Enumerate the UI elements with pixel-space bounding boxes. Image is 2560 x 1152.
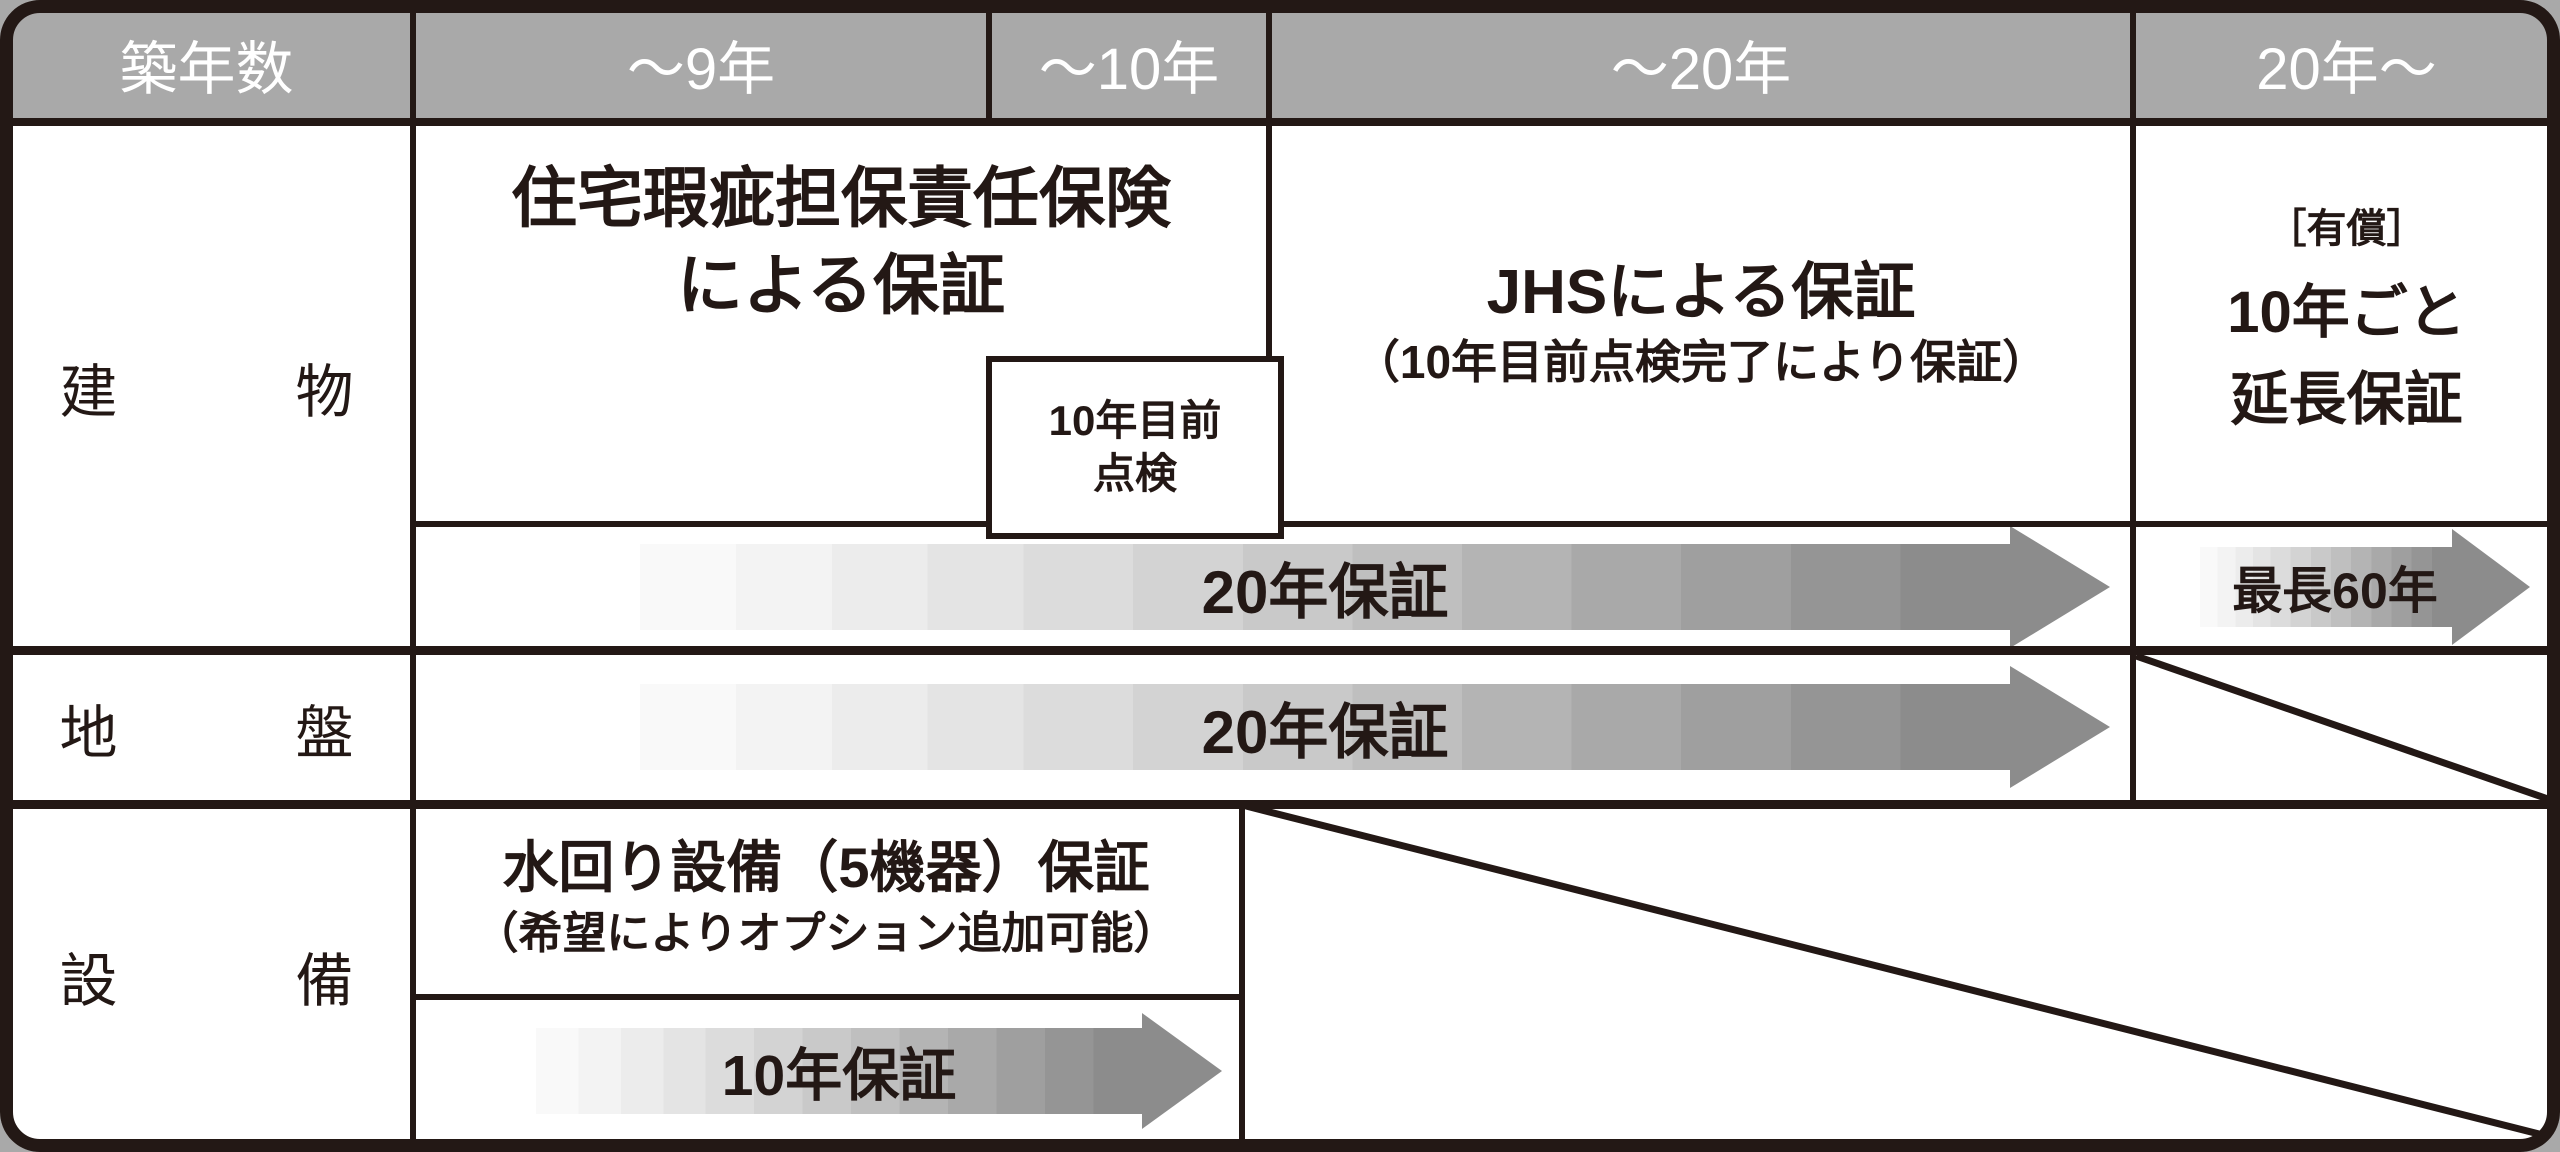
grid-line-building-split (413, 521, 2560, 527)
equipment-10y-arrow-head (1142, 1013, 1222, 1129)
ground-20y-arrow: 20年保証 (640, 666, 2110, 788)
row-label-building: 建 物 (0, 122, 413, 651)
header-age-label: 築年数 (119, 37, 294, 102)
equipment-warranty-line2: （希望によりオプション追加可能） (474, 908, 1178, 958)
ground-20y-arrow-body (640, 684, 2010, 770)
header-cell-to10y: ～10年 (989, 8, 1269, 120)
grid-line-col-20y-over (2130, 0, 2136, 806)
building-60y-arrow-body (2200, 547, 2452, 627)
grid-line-header-bottom (0, 118, 2560, 126)
inspection-line2: 点検 (1092, 449, 1177, 497)
building-20y-arrow-label: 20年保証 (1201, 558, 1449, 626)
grid-line-label-column (410, 0, 416, 1152)
building-20y-arrow: 20年保証 (640, 526, 2110, 648)
header-cell-to20y: ～20年 (1269, 8, 2133, 120)
ground-label-text: 地 盤 (59, 700, 414, 766)
header-to9y-label: ～9年 (626, 37, 776, 102)
extension-line1: 10年ごと (2227, 280, 2466, 345)
jhs-cell: JHSによる保証 （10年目前点検完了により保証） (1269, 122, 2133, 524)
ground-20y-arrow-label: 20年保証 (1201, 698, 1449, 766)
header-cell-age: 築年数 (0, 8, 413, 120)
jhs-line1: JHSによる保証 (1486, 257, 1916, 327)
grid-line-col-9y-10y (986, 0, 992, 122)
grid-line-col-10y-20y (1266, 0, 1272, 527)
row-label-equipment: 設 備 (0, 809, 413, 1142)
building-60y-arrow-head (2452, 529, 2530, 645)
extension-tag: ［有償］ (2266, 207, 2427, 251)
insurance-line2: による保証 (676, 248, 1006, 322)
header-cell-to9y: ～9年 (413, 8, 989, 120)
inspection-box: 10年目前 点検 (986, 356, 1284, 539)
header-cell-over20y: 20年～ (2133, 8, 2560, 120)
header-over20y-label: 20年～ (2256, 37, 2437, 102)
equipment-10y-arrow: 10年保証 (536, 1013, 1222, 1129)
equipment-warranty-line1: 水回り設備（5機器）保証 (502, 836, 1150, 899)
grid-line-equipment-split (413, 994, 1242, 1000)
jhs-line2: （10年目前点検完了により保証） (1353, 336, 2049, 389)
building-60y-arrow-label: 最長60年 (2232, 563, 2438, 619)
ground-over20y-diagonal (2134, 652, 2550, 803)
row-label-ground: 地 盤 (0, 655, 413, 800)
equipment-label-text: 設 備 (59, 948, 414, 1014)
insurance-cell: 住宅瑕疵担保責任保険 による保証 (413, 142, 1269, 342)
grid-line-ground-equipment (0, 800, 2560, 809)
equipment-10y-arrow-body (536, 1028, 1142, 1114)
building-label-text: 建 物 (59, 359, 414, 425)
equipment-10y-arrow-label: 10年保証 (721, 1044, 957, 1108)
inspection-line1: 10年目前 (1048, 397, 1222, 444)
grid-line-building-ground (0, 646, 2560, 655)
building-20y-arrow-head (2010, 526, 2110, 648)
building-60y-arrow: 最長60年 (2200, 529, 2530, 645)
extension-cell: ［有償］ 10年ごと 延長保証 (2133, 122, 2560, 524)
extension-line2: 延長保証 (2230, 367, 2463, 432)
header-to10y-label: ～10年 (1038, 37, 1220, 102)
equipment-warranty-cell: 水回り設備（5機器）保証 （希望によりオプション追加可能） (413, 800, 1239, 994)
equipment-diagonal (1245, 802, 2548, 1140)
insurance-line1: 住宅瑕疵担保責任保険 (511, 160, 1171, 235)
building-20y-arrow-body (640, 544, 2010, 630)
grid-line-equipment-column (1239, 800, 1245, 1152)
header-to20y-label: ～20年 (1610, 37, 1792, 102)
ground-20y-arrow-head (2010, 666, 2110, 788)
